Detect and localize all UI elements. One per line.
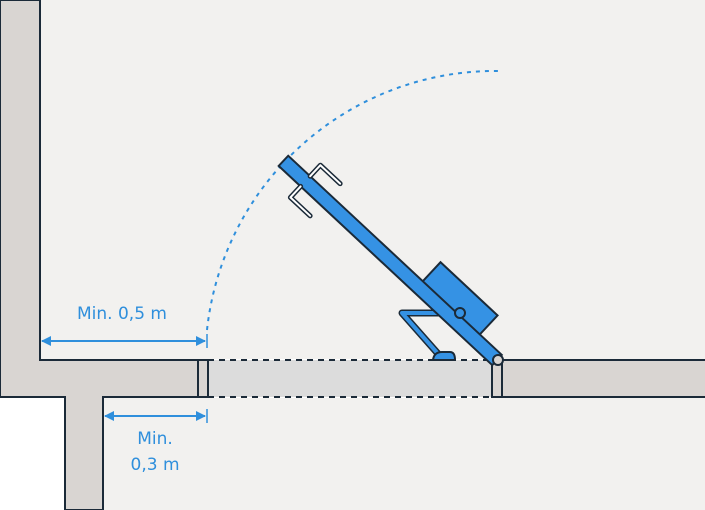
left-door-frame: [197, 359, 209, 398]
side-clearance-label-line2: 0,3 m: [130, 455, 180, 475]
arm-foot: [431, 351, 457, 361]
door-hinge: [492, 354, 504, 366]
room-floor: [41, 0, 705, 359]
top-clearance-label: Min. 0,5 m: [77, 304, 167, 324]
door-opening: [208, 360, 492, 397]
lower-room-floor: [104, 398, 705, 510]
arm-pivot: [454, 307, 466, 319]
right-wall: [500, 360, 705, 397]
side-clearance-label-line1: Min.: [137, 429, 173, 449]
